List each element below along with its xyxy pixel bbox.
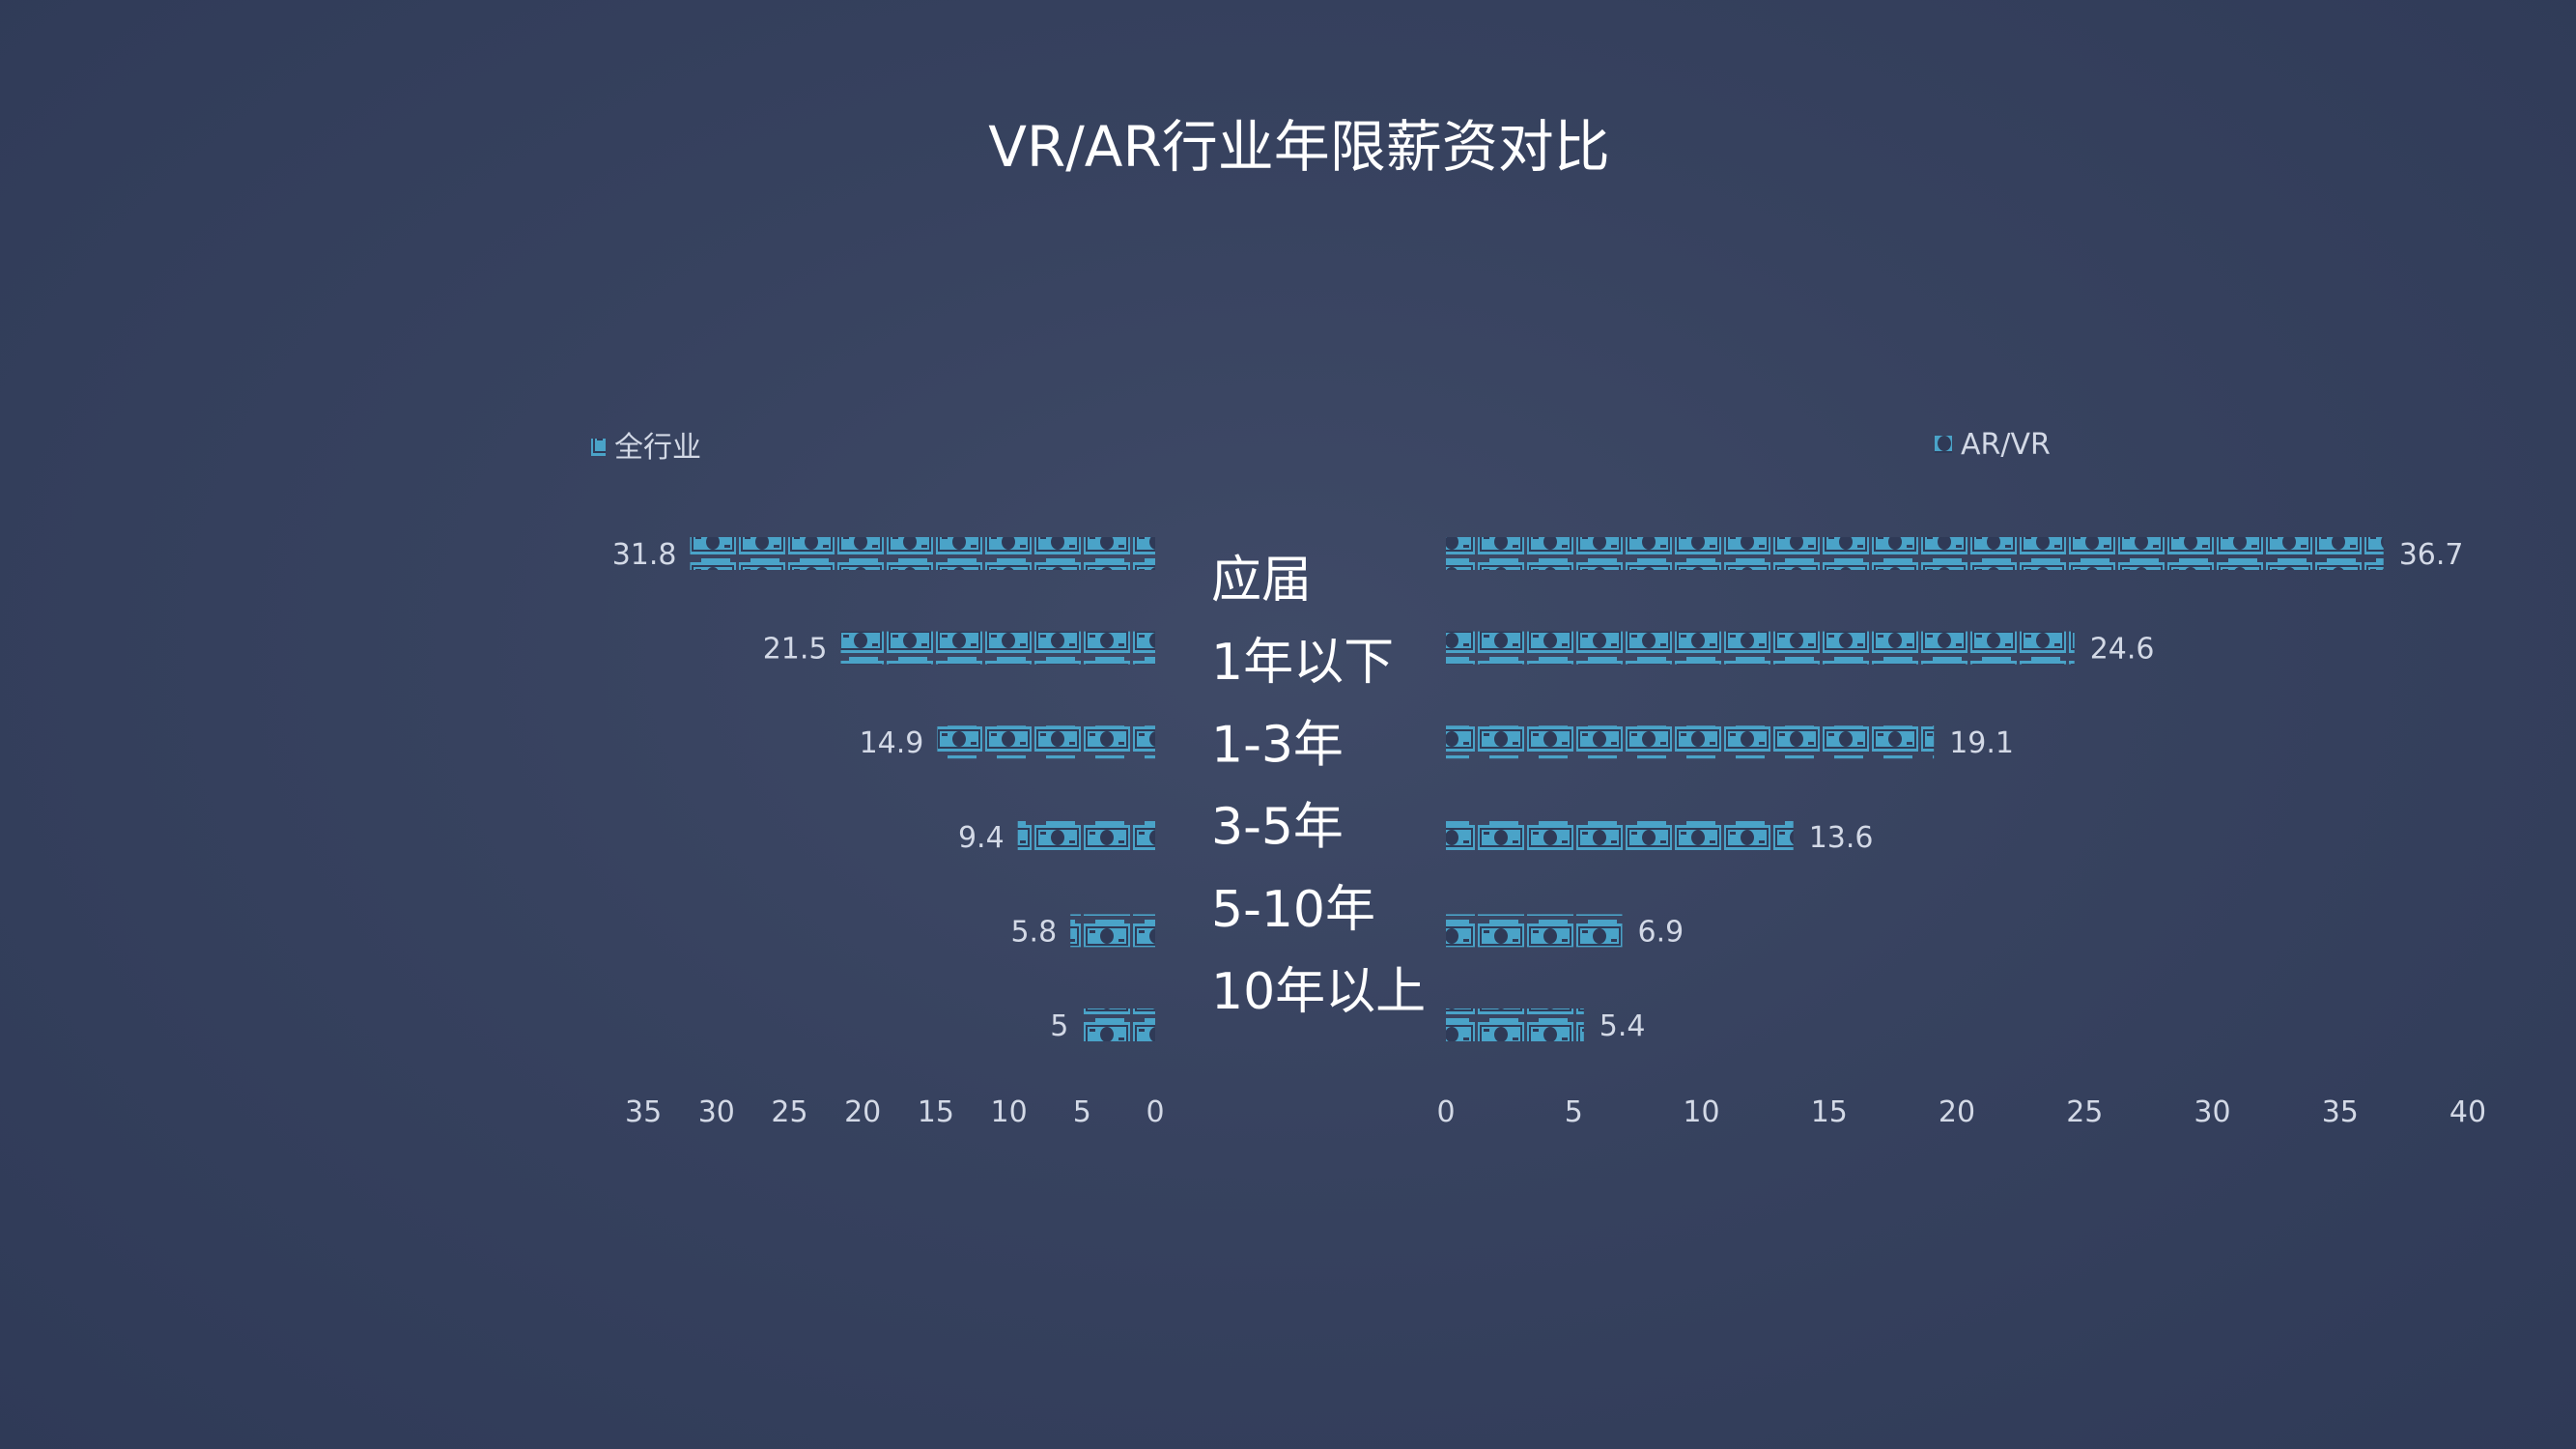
right-axis-tick-7: 35 — [2322, 1095, 2359, 1129]
left-x-axis: 0 5 10 15 20 25 30 35 — [625, 1095, 1165, 1129]
right-legend: AR/VR — [1935, 428, 2051, 462]
category-label-4: 5-10年 — [1211, 881, 1375, 939]
value-label-left-0: 31.8 — [612, 538, 677, 572]
bar-left-1 — [840, 631, 1155, 665]
value-label-left-5: 5 — [1050, 1009, 1068, 1043]
legend-swatch-right — [1935, 436, 1952, 453]
bar-right-5 — [1446, 1009, 1584, 1041]
right-axis-tick-1: 5 — [1565, 1095, 1583, 1129]
value-label-right-3: 13.6 — [1809, 821, 1874, 855]
right-axis-tick-2: 10 — [1683, 1095, 1719, 1129]
bar-left-3 — [1017, 819, 1155, 853]
left-axis-tick-3: 15 — [918, 1095, 954, 1129]
right-axis-tick-8: 40 — [2449, 1095, 2486, 1129]
chart-title: VR/AR行业年限薪资对比 — [988, 114, 1610, 180]
left-axis-tick-5: 25 — [771, 1095, 807, 1129]
category-label-3: 3-5年 — [1211, 799, 1344, 857]
value-label-left-3: 9.4 — [958, 821, 1005, 855]
left-axis-tick-4: 20 — [844, 1095, 881, 1129]
right-axis-tick-6: 30 — [2194, 1095, 2230, 1129]
left-axis-tick-7: 35 — [625, 1095, 662, 1129]
value-label-left-4: 5.8 — [1010, 915, 1057, 949]
left-axis-tick-0: 0 — [1146, 1095, 1164, 1129]
category-label-1: 1年以下 — [1211, 634, 1394, 692]
legend-label-right: AR/VR — [1961, 428, 2051, 462]
category-label-5: 10年以上 — [1211, 963, 1426, 1021]
bar-left-4 — [1070, 914, 1155, 948]
category-label-2: 1-3年 — [1211, 716, 1344, 774]
bar-right-2 — [1446, 725, 1935, 759]
right-x-axis: 0 5 10 15 20 25 30 35 40 — [1436, 1095, 2486, 1129]
bar-right-0 — [1446, 537, 2384, 570]
right-axis-tick-5: 25 — [2066, 1095, 2103, 1129]
category-labels: 应届 1年以下 1-3年 3-5年 5-10年 10年以上 — [1211, 552, 1426, 1021]
value-label-right-5: 5.4 — [1599, 1009, 1646, 1043]
left-axis-tick-6: 30 — [698, 1095, 735, 1129]
left-series-bars: 31.8 21.5 14.9 9.4 5.8 5 — [612, 537, 1155, 1043]
legend-label-left: 全行业 — [614, 431, 701, 465]
bar-left-2 — [937, 725, 1155, 759]
left-axis-tick-2: 10 — [991, 1095, 1028, 1129]
value-label-right-2: 19.1 — [1949, 726, 2014, 760]
right-series-bars: 36.7 24.6 19.1 13.6 6.9 5.4 — [1446, 537, 2463, 1043]
right-axis-tick-4: 20 — [1939, 1095, 1975, 1129]
left-axis-tick-1: 5 — [1073, 1095, 1091, 1129]
category-label-0: 应届 — [1211, 552, 1312, 610]
value-label-right-0: 36.7 — [2399, 538, 2464, 572]
value-label-right-4: 6.9 — [1638, 915, 1684, 949]
value-label-right-1: 24.6 — [2090, 633, 2155, 667]
left-legend: 全行业 — [588, 431, 701, 465]
value-label-left-2: 14.9 — [860, 726, 924, 760]
right-axis-tick-0: 0 — [1436, 1095, 1455, 1129]
bar-left-5 — [1082, 1009, 1155, 1041]
bar-left-0 — [690, 537, 1155, 570]
legend-swatch-left — [588, 439, 606, 456]
right-axis-tick-3: 15 — [1811, 1095, 1848, 1129]
value-label-left-1: 21.5 — [763, 633, 828, 667]
bar-right-4 — [1446, 914, 1623, 948]
bar-right-1 — [1446, 631, 2075, 665]
bar-right-3 — [1446, 819, 1794, 853]
